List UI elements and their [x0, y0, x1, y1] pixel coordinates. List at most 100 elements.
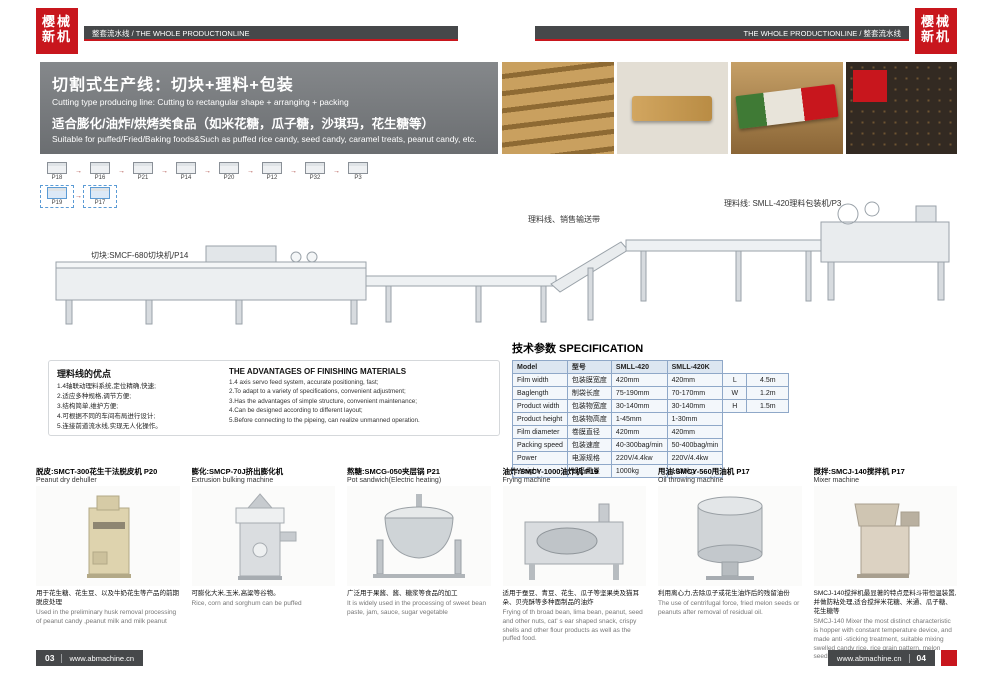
page-title-en: Cutting type producing line: Cutting to … — [52, 97, 349, 107]
machine-title-en: Peanut dry dehuller — [36, 477, 97, 484]
machine-title-cn: 甩油:SMCY-560甩油机 P17 — [658, 467, 750, 476]
wrapped-candy-bars-photo — [731, 62, 843, 154]
extruder-photo — [191, 486, 335, 586]
packer-label: 理料线: SMLL-420理料包装机/P3 — [724, 198, 842, 208]
table-header-row: Model 型号 SMLL-420 SMLL-420K — [512, 360, 789, 374]
packing-machine-drawing — [820, 201, 950, 301]
machine-desc-en: Frying of th broad bean, lima bean, pean… — [502, 609, 643, 643]
flow-machine: P32 — [300, 162, 330, 181]
flow-row-2: P19 → P17 — [40, 185, 373, 208]
advantage-item: 4.可根据不同的车间布局进行设计; — [57, 413, 156, 421]
page-number-left: 03 — [45, 653, 55, 663]
product-photo-strip — [502, 62, 957, 154]
mixer-photo — [813, 486, 957, 586]
logo-text: 樱械 — [920, 15, 951, 31]
flow-machine: P18 — [42, 162, 72, 181]
flow-machine: P12 — [257, 162, 287, 181]
red-accent-square — [941, 650, 957, 666]
advantages-panel: 理料线的优点 1.4轴联动理料系统,定位精确,快速; 2.适应多种规格,调节方便… — [48, 360, 500, 436]
machine-title-cn: 熬糖:SMCG-050夹层锅 P21 — [347, 467, 440, 476]
advantage-item: 1.4轴联动理料系统,定位精确,快速; — [57, 383, 156, 390]
granola-bar-stack-photo — [502, 62, 614, 154]
flow-machine-highlighted: P17 — [83, 185, 117, 208]
flow-machine: P16 — [85, 162, 115, 181]
line-drawing: 切块:SMCF-680切块机/P14 — [55, 198, 950, 325]
candy-bar-shape — [632, 96, 713, 121]
divider — [61, 653, 63, 663]
machine-desc-cn: 广泛用于果酱、酱、糖浆等食品的加工 — [347, 590, 458, 597]
machine-icon — [305, 162, 325, 174]
footer-right: www.abmachine.cn 04 — [827, 650, 935, 666]
specification-title: 技术参数 SPECIFICATION — [512, 343, 644, 355]
advantage-item: 5.Before connecting to the pipeing, can … — [229, 416, 420, 424]
machine-title-cn: 脱皮:SMCT-300花生干法脱皮机 P20 — [36, 467, 158, 476]
conveyor-label: 理料线、销售输送带 — [528, 214, 600, 224]
machine-desc-cn: 利用离心力,去除瓜子或花生油炸后的残留油份 — [658, 590, 790, 597]
machine-card-fryer: 油炸:SMCY-1000油炸机 P19 Frying machine 适用于蚕豆… — [502, 466, 646, 662]
outfeed-belt-drawing — [365, 275, 557, 323]
machine-title-en: Pot sandwich(Electric heating) — [347, 477, 442, 484]
footer-left: 03 www.abmachine.cn — [36, 650, 144, 666]
flow-machine: P20 — [214, 162, 244, 181]
machine-title-en: Extrusion bulking machine — [191, 477, 274, 484]
oil-thrower-photo — [658, 486, 802, 586]
specification-section: 技术参数 SPECIFICATION Model 型号 SMLL-420 SML… — [512, 340, 916, 478]
machine-icon — [176, 162, 196, 174]
advantage-item: 3.结构简单,维护方便; — [57, 403, 119, 411]
machine-desc-cn: SMCJ-140搅拌机最显著的特点是料斗带恒温装置,并做防粘处理,适合搅拌米花糖… — [813, 590, 957, 616]
machine-title-en: Frying machine — [502, 477, 551, 484]
divider — [908, 653, 910, 663]
machine-icon — [90, 162, 110, 174]
arrow-icon: → — [204, 168, 211, 175]
page-title-cn: 切割式生产线：切块+理料+包装 — [52, 77, 294, 94]
page-subtitle-en: Suitable for puffed/Fried/Baking foods&S… — [52, 134, 477, 144]
arrow-icon: → — [333, 168, 340, 175]
brand-logo-left: 樱械 新机 — [36, 8, 78, 54]
dehuller-photo — [36, 486, 180, 586]
package-label-shape — [853, 70, 887, 102]
flow-machine: P21 — [128, 162, 158, 181]
advantage-item: 4.Can be designed according to different… — [229, 407, 363, 415]
arrow-icon: → — [75, 168, 82, 175]
machine-desc-en: The use of centrifugal force, fried melo… — [658, 600, 800, 616]
flow-machine: P3 — [343, 162, 373, 181]
arranging-conveyor-drawing — [625, 239, 822, 302]
logo-text: 新机 — [41, 30, 72, 45]
advantage-item: 5.连接前道流水线,实现无人化操作。 — [57, 423, 162, 431]
arrow-icon: → — [75, 193, 82, 200]
flow-row-1: P18 → P16 → P21 → P14 → P20 → P12 → P32 … — [42, 162, 373, 181]
advantage-item: 2.To adapt to a variety of specification… — [229, 388, 406, 396]
website-link[interactable]: www.abmachine.cn — [836, 653, 902, 663]
machine-icon — [133, 162, 153, 174]
fryer-photo — [502, 486, 646, 586]
page-number-right: 04 — [916, 653, 926, 663]
production-line-diagram: P18 → P16 → P21 → P14 → P20 → P12 → P32 … — [36, 156, 957, 356]
advantages-title-cn: 理料线的优点 — [57, 369, 112, 379]
cutter-label: 切块:SMCF-680切块机/P14 — [91, 250, 189, 260]
arrow-icon: → — [161, 168, 168, 175]
machine-desc-cn: 用于花生糖、花生豆、以及牛奶花生等产品的前期脱皮处理 — [36, 590, 179, 607]
machine-desc-cn: 可膨化大米,玉米,高粱等谷物。 — [191, 590, 280, 597]
machine-card-extruder: 膨化:SMCP-70J挤出膨化机 Extrusion bulking machi… — [191, 466, 335, 662]
machine-icon — [219, 162, 239, 174]
machine-desc-en: Used in the preliminary husk removal pro… — [36, 609, 177, 625]
machine-card-dehuller: 脱皮:SMCT-300花生干法脱皮机 P20 Peanut dry dehull… — [36, 466, 180, 662]
flow-machine-highlighted: P19 — [40, 185, 74, 208]
website-link[interactable]: www.abmachine.cn — [69, 653, 135, 663]
brand-logo-right: 樱械 新机 — [915, 8, 957, 54]
header-bar-left: 整套流水线 / THE WHOLE PRODUCTIONLINE — [84, 26, 458, 41]
advantage-item: 1.4 axis servo feed system, accurate pos… — [229, 379, 379, 386]
machine-icon — [47, 187, 67, 199]
process-flow-chart: P18 → P16 → P21 → P14 → P20 → P12 → P32 … — [40, 162, 373, 212]
machine-icon — [90, 187, 110, 199]
logo-text: 樱械 — [41, 15, 72, 31]
machine-catalog-row: 脱皮:SMCT-300花生干法脱皮机 P20 Peanut dry dehull… — [36, 466, 957, 662]
machine-desc-en: Rice, corn and sorghum can be puffed — [191, 600, 302, 608]
machine-title-en: Oil throwing machine — [658, 477, 724, 484]
